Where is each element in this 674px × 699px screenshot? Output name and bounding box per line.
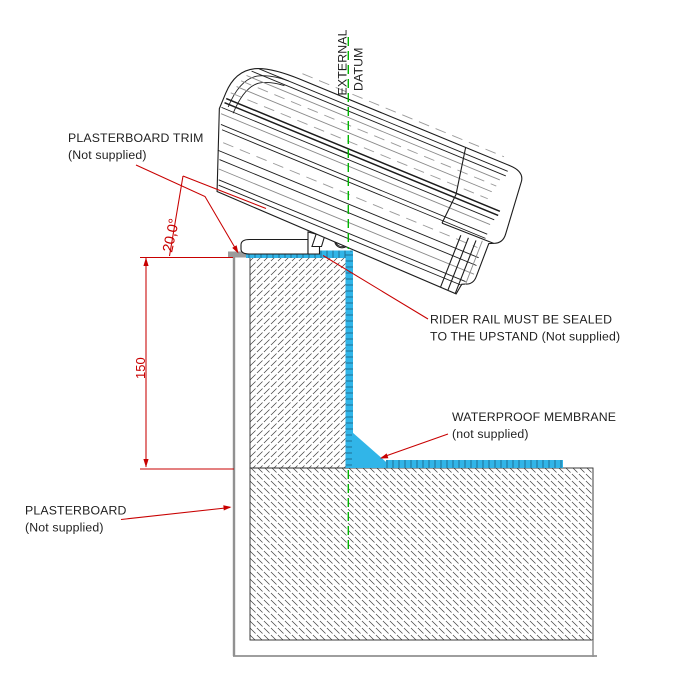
plasterboard-trim-cap [228,251,252,258]
leader-arrow [223,505,232,511]
membrane-fillet-triangle [352,432,393,468]
frame-line [240,80,497,187]
frame-line [218,168,475,275]
dimension-annotations [120,164,449,521]
rooflight-unit [216,67,523,295]
frame-line [258,68,508,172]
membrane-ticks-roof [386,460,563,468]
external-datum-label-line2: DATUM [352,47,366,91]
frame-line [246,75,501,181]
annotation-labels: PLASTERBOARD TRIM (Not supplied) EXTERNA… [25,29,620,534]
plasterboard-lining [228,251,597,657]
leader-arrow [380,453,389,459]
interior-trim-profile [240,238,309,255]
membrane-leader [381,433,449,458]
nose-curve-1 [227,75,289,108]
height-dimension-text: 150 [133,357,148,379]
sash-side-line [440,235,462,288]
roof-structure [249,255,594,641]
frame-line [220,124,488,235]
membrane-label-line2: (not supplied) [452,427,529,441]
endcap-joint [441,147,467,224]
frame-outline [216,67,523,295]
frame-line [230,92,488,200]
dim-arrow-top [143,257,149,266]
angle-dimension-text: 20,0° [160,217,183,254]
dim-arrow-bottom [143,459,149,468]
frame-line [217,149,479,259]
upstand-section [249,255,349,469]
plasterboard-trim-label-line1: PLASTERBOARD TRIM [68,131,204,145]
sash-side-line [447,237,469,291]
frame-line [218,179,466,282]
plasterboard-leader [120,506,231,521]
plasterboard-trim-label-line2: (Not supplied) [68,148,147,162]
frame-line [220,113,491,226]
frame-line [221,106,495,221]
frame-line [222,142,478,248]
angle-dim-ray-b [182,175,267,209]
roof-slab-section [249,467,594,641]
plasterboard-label-line2: (Not supplied) [25,521,104,535]
endcap-bottom [441,222,494,244]
nose-curve-2 [232,82,285,114]
rider-rail-label-line1: RIDER RAIL MUST BE SEALED [430,313,612,327]
plasterboard-trim-leader [135,164,238,253]
frame-line [236,86,492,193]
leader-arrow [232,245,239,254]
sash-side-line [454,240,477,294]
angle-dim-ray-a [168,175,184,257]
rider-rail-label-line2: TO THE UPSTAND (Not supplied) [430,330,620,344]
sash-side-line [464,240,483,285]
frame-line [225,97,501,213]
frame-line [224,101,499,217]
frame-line [302,73,505,158]
membrane-ticks-face [345,252,353,468]
frame-line [218,184,462,286]
frame-line [221,129,486,239]
frame-lines [217,68,508,286]
plasterboard-label-line1: PLASTERBOARD [25,504,127,518]
membrane-label-line1: WATERPROOF MEMBRANE [452,410,616,424]
rider-rail-leader [322,255,429,320]
external-datum-label-line1: EXTERNAL [336,29,350,95]
